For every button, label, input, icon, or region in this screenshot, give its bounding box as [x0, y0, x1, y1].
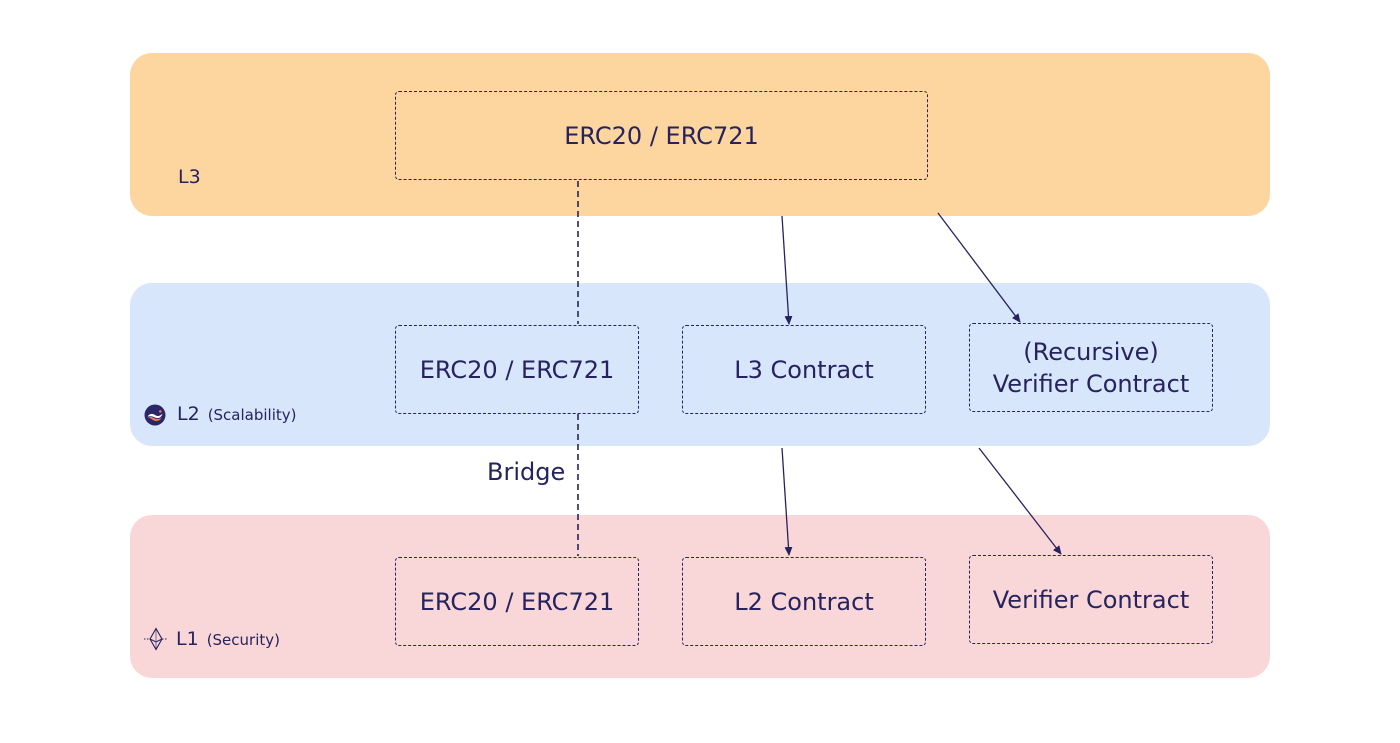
verifier-box: Verifier Contract: [969, 555, 1213, 644]
verifier-label: Verifier Contract: [992, 585, 1190, 614]
recursive-verifier-label-line2: Verifier Contract: [992, 369, 1190, 398]
l3-contract-label: L3 Contract: [734, 355, 874, 384]
l2-token-label: ERC20 / ERC721: [419, 355, 615, 384]
bridge-label: Bridge: [487, 458, 566, 486]
layer-label-l2: L2 (Scalability): [177, 403, 297, 425]
l2-contract-label: L2 Contract: [734, 587, 874, 616]
recursive-verifier-box: (Recursive) Verifier Contract: [969, 323, 1213, 412]
layer-name-l2: L2: [177, 403, 200, 425]
recursive-verifier-label-line1: (Recursive): [1023, 337, 1159, 366]
layer-subtitle-l2: (Scalability): [207, 406, 297, 424]
l1-token-box: ERC20 / ERC721: [395, 557, 639, 646]
layer-name-l3: L3: [178, 166, 201, 188]
starknet-logo-icon: [144, 404, 166, 426]
l1-token-label: ERC20 / ERC721: [419, 587, 615, 616]
l3-token-label: ERC20 / ERC721: [564, 121, 759, 150]
layer-label-l3: L3: [178, 166, 201, 188]
layer-name-l1: L1: [176, 628, 199, 650]
l3-token-box: ERC20 / ERC721: [395, 91, 928, 180]
layer-band-l3: [130, 53, 1270, 216]
layer-band-l1: [130, 515, 1270, 678]
layer-subtitle-l1: (Security): [206, 631, 280, 649]
layer-band-l2: [130, 283, 1270, 446]
l2-token-box: ERC20 / ERC721: [395, 325, 639, 414]
layer-label-l1: L1 (Security): [176, 628, 280, 650]
l2-contract-box: L2 Contract: [682, 557, 926, 646]
l3-contract-box: L3 Contract: [682, 325, 926, 414]
ethereum-logo-icon: [144, 627, 168, 651]
